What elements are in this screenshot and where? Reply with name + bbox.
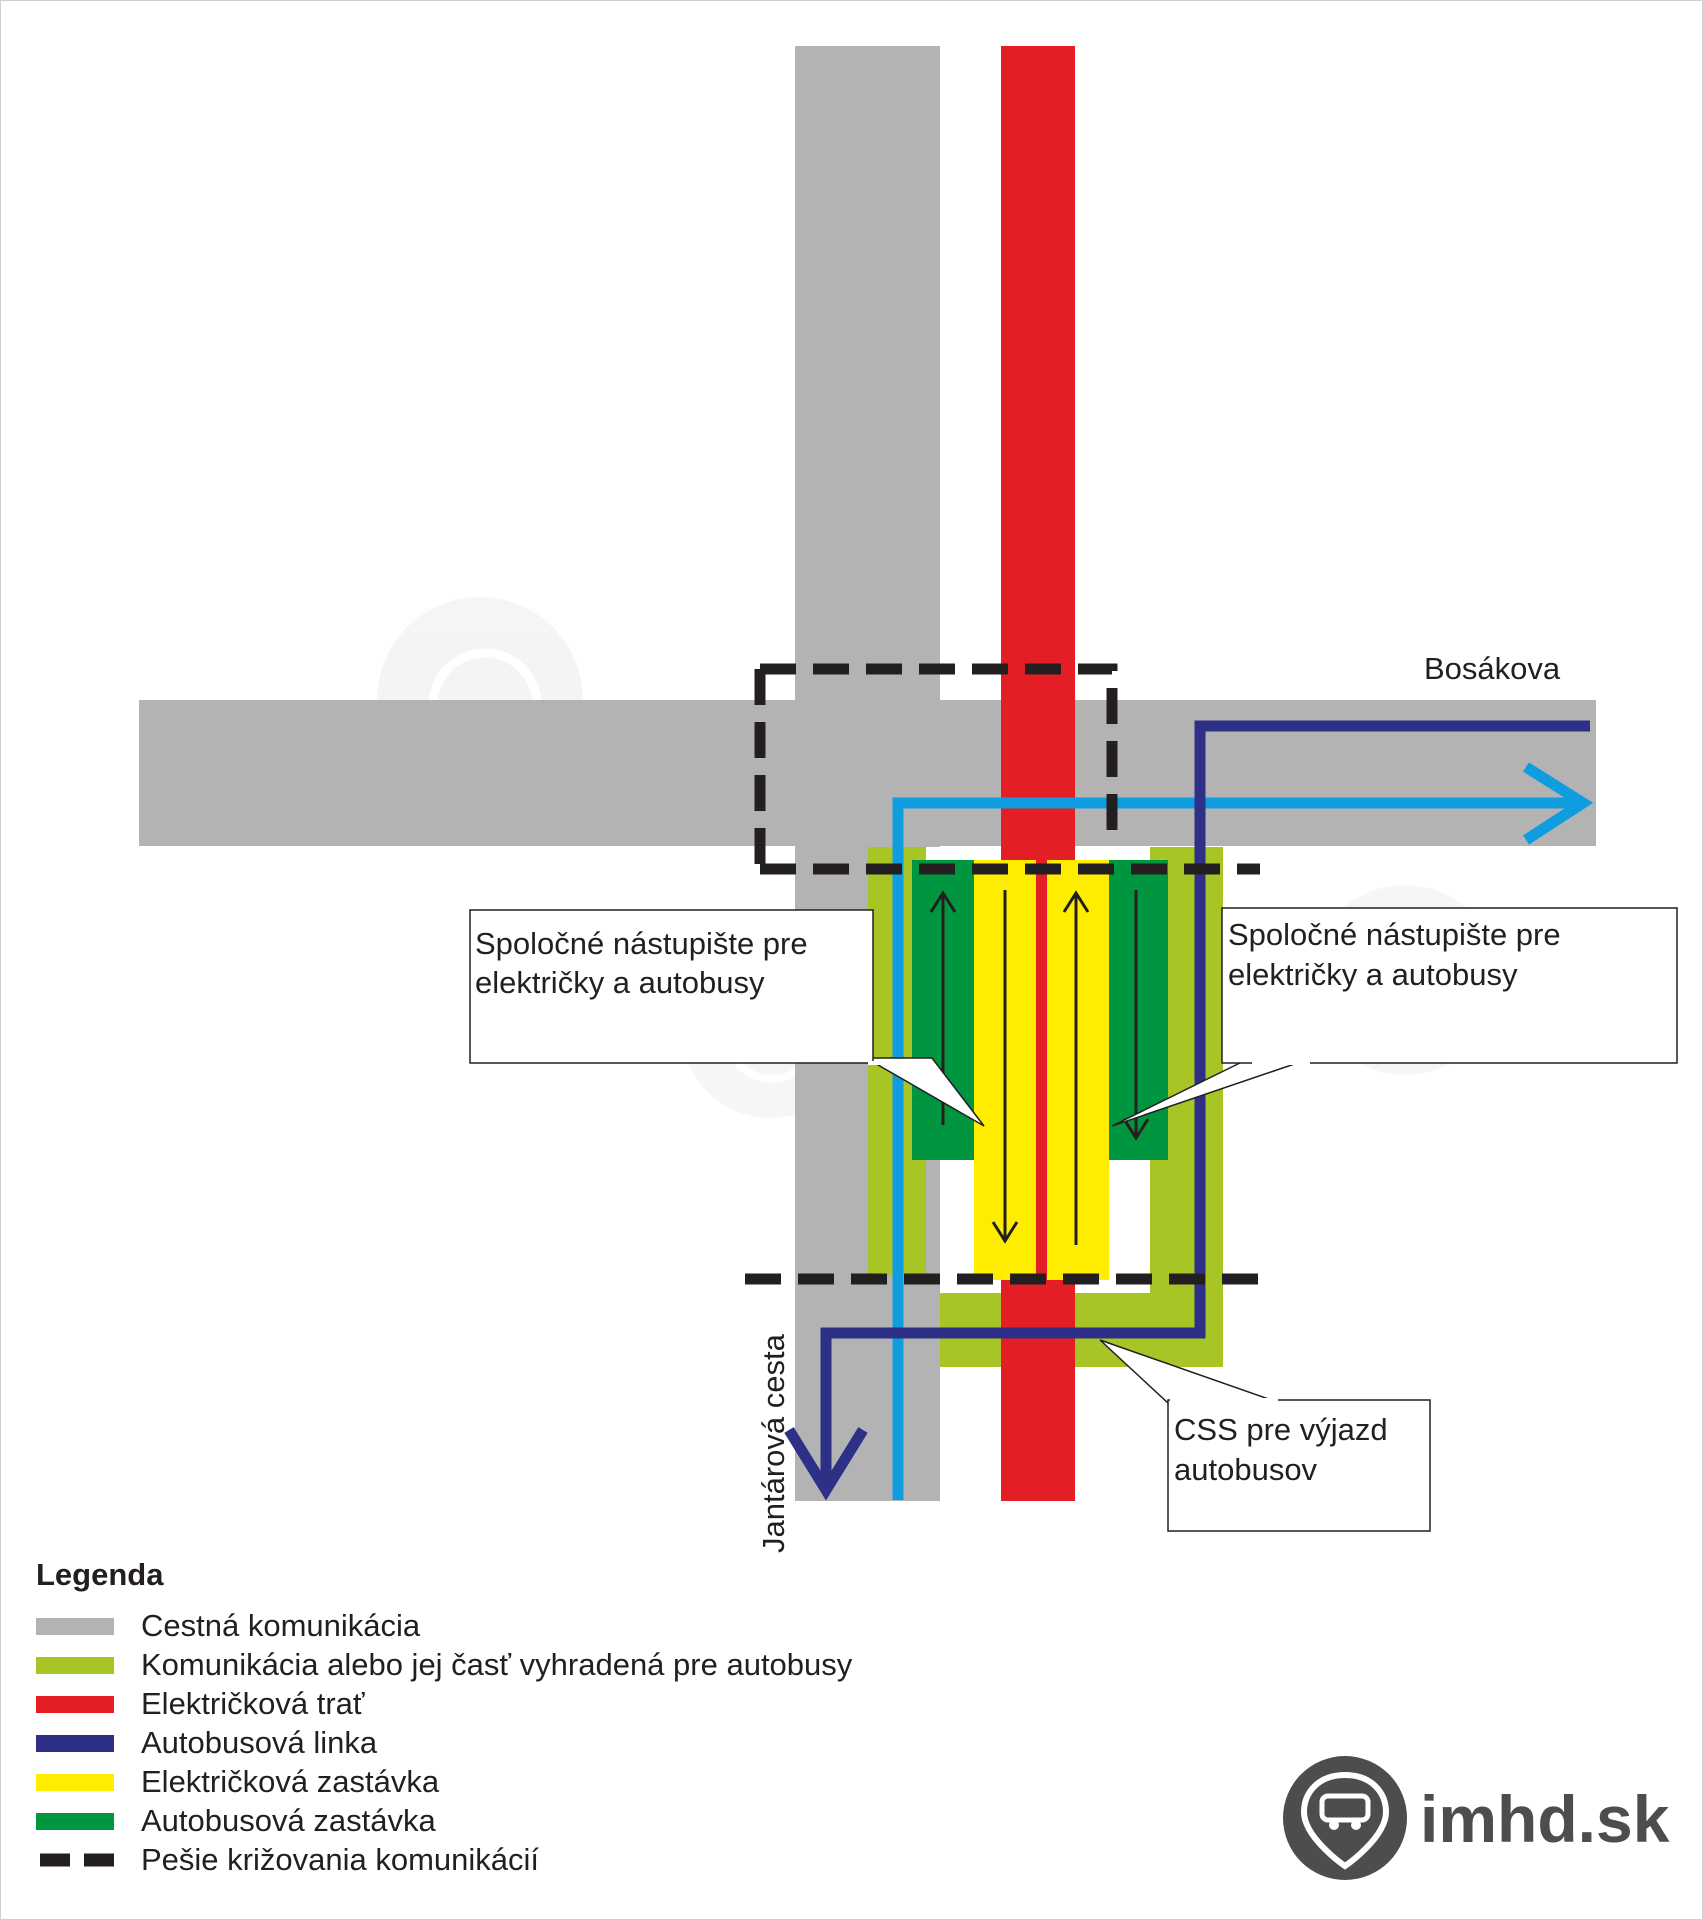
legend-label: Pešie križovania komunikácií xyxy=(141,1842,539,1877)
legend-label: Autobusová linka xyxy=(141,1725,378,1760)
callout-text: autobusov xyxy=(1174,1452,1318,1487)
legend: Legenda Cestná komunikácia Komunikácia a… xyxy=(36,1557,853,1877)
arrowhead-icon xyxy=(1523,762,1594,845)
imhd-bus-pin-icon xyxy=(1283,1756,1407,1880)
bus-line-dark-blue xyxy=(820,720,1590,1480)
legend-swatch xyxy=(36,1696,114,1713)
legend-swatch xyxy=(36,1618,114,1635)
brand-text: imhd.sk xyxy=(1420,1782,1670,1856)
street-name-jantarova: Jantárová cesta xyxy=(756,1333,791,1553)
callout-text: CSS pre výjazd xyxy=(1174,1412,1388,1447)
bus-line-light-blue xyxy=(892,797,1578,1500)
callout-text: električky a autobusy xyxy=(475,965,765,1000)
callout-bus-exit: CSS pre výjazd autobusov xyxy=(1099,1339,1431,1532)
legend-title: Legenda xyxy=(36,1557,164,1592)
legend-swatch xyxy=(36,1813,114,1830)
tram-stop-right xyxy=(1047,860,1109,1280)
legend-label: Električková trať xyxy=(141,1686,365,1721)
callout-text: Spoločné nástupište pre xyxy=(1228,917,1561,952)
pedestrian-crossing xyxy=(745,663,1260,1285)
legend-label: Komunikácia alebo jej časť vyhradená pre… xyxy=(141,1647,853,1682)
legend-swatch xyxy=(36,1657,114,1674)
direction-arrow-down xyxy=(1122,890,1150,1141)
direction-arrow-down xyxy=(991,890,1019,1244)
legend-swatch xyxy=(36,1735,114,1752)
callout-text: Spoločné nástupište pre xyxy=(475,926,808,961)
arrowhead-icon xyxy=(784,1427,868,1501)
callout-text: električky a autobusy xyxy=(1228,957,1518,992)
callout-right-platform: Spoločné nástupište pre električky a aut… xyxy=(1111,907,1678,1127)
legend-label: Električková zastávka xyxy=(141,1764,440,1799)
street-name-bosakova: Bosákova xyxy=(1424,651,1561,686)
legend-label: Cestná komunikácia xyxy=(141,1608,421,1643)
callout-left-platform: Spoločné nástupište pre električky a aut… xyxy=(469,909,985,1127)
legend-swatch xyxy=(36,1774,114,1791)
direction-arrow-up xyxy=(1062,890,1090,1245)
brand-logo: imhd.sk xyxy=(1283,1756,1670,1880)
legend-label: Autobusová zastávka xyxy=(141,1803,436,1838)
